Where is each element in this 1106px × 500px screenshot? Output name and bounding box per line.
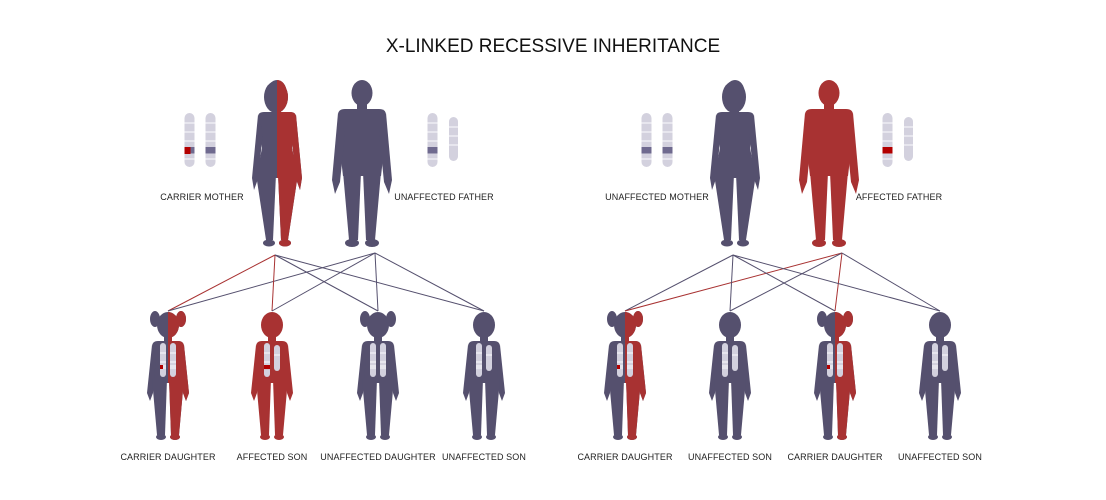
- chromosome-pair: [641, 113, 673, 167]
- chromosome-pair: [264, 343, 280, 377]
- x-chromosome: [882, 113, 893, 167]
- chromosome-pair: [882, 113, 913, 167]
- father-figure: [332, 80, 392, 247]
- chromosome-pair: [827, 343, 843, 377]
- chromosome-pair: [722, 343, 738, 377]
- x-chromosome: [370, 343, 376, 377]
- figures: CARRIER MOTHER UNAFFECTED FATHER CARRIER D…: [120, 80, 982, 462]
- x-chromosome: [617, 343, 623, 377]
- father-to-child-line: [167, 252, 376, 312]
- mother-label: CARRIER MOTHER: [160, 192, 244, 202]
- x-chromosome: [722, 343, 728, 377]
- mother-to-child-line: [271, 254, 276, 312]
- diagram-title: X-LINKED RECESSIVE INHERITANCE: [386, 36, 720, 57]
- chromosome-pair: [160, 343, 176, 377]
- child-label: UNAFFECTED SON: [898, 452, 982, 462]
- father-figure: [799, 80, 859, 247]
- chromosome-pair: [617, 343, 633, 377]
- child-label: AFFECTED SON: [237, 452, 308, 462]
- child-label: UNAFFECTED DAUGHTER: [320, 452, 436, 462]
- x-chromosome: [932, 343, 938, 377]
- mother-to-child-line: [624, 254, 734, 312]
- mother-to-child-line: [274, 254, 379, 312]
- son-figure: [919, 312, 961, 440]
- child-label: CARRIER DAUGHTER: [787, 452, 883, 462]
- mother-figure: [710, 80, 760, 247]
- y-chromosome: [904, 117, 913, 161]
- y-chromosome: [274, 345, 280, 371]
- father-label: AFFECTED FATHER: [856, 192, 943, 202]
- child-label: CARRIER DAUGHTER: [577, 452, 673, 462]
- son-figure: [463, 312, 505, 440]
- chromosome-pair: [427, 113, 458, 167]
- chromosome-pair: [370, 343, 386, 377]
- mother-to-child-line: [167, 254, 276, 312]
- mother-label: UNAFFECTED MOTHER: [605, 192, 709, 202]
- x-chromosome: [641, 113, 652, 167]
- father-to-child-line: [624, 252, 843, 312]
- x-chromosome: [662, 113, 673, 167]
- x-chromosome: [205, 113, 216, 167]
- child-label: UNAFFECTED SON: [442, 452, 526, 462]
- daughter-figure: [147, 311, 189, 440]
- y-chromosome: [732, 345, 738, 371]
- x-chromosome: [170, 343, 176, 377]
- chromosome-pair: [476, 343, 492, 377]
- father-to-child-line: [374, 252, 485, 312]
- mother-to-child-line: [732, 254, 941, 312]
- father-to-child-line: [729, 252, 843, 312]
- x-chromosome: [380, 343, 386, 377]
- chromosome-pair: [184, 113, 216, 167]
- inheritance-lines: [167, 252, 941, 312]
- child-label: UNAFFECTED SON: [688, 452, 772, 462]
- mother-to-child-line: [729, 254, 734, 312]
- daughter-figure: [604, 311, 646, 440]
- mother-to-child-line: [732, 254, 836, 312]
- mother-figure: [252, 80, 302, 247]
- x-chromosome: [476, 343, 482, 377]
- mother-to-child-line: [274, 254, 485, 312]
- x-chromosome: [627, 343, 633, 377]
- father-to-child-line: [841, 252, 941, 312]
- father-label: UNAFFECTED FATHER: [394, 192, 494, 202]
- father-to-child-line: [271, 252, 376, 312]
- x-chromosome: [184, 113, 195, 167]
- daughter-figure: [357, 311, 399, 440]
- daughter-figure: [814, 311, 856, 440]
- y-chromosome: [486, 345, 492, 371]
- y-chromosome: [942, 345, 948, 371]
- son-figure: [709, 312, 751, 440]
- x-chromosome: [827, 343, 833, 377]
- x-chromosome: [160, 343, 166, 377]
- x-chromosome: [264, 343, 270, 377]
- child-label: CARRIER DAUGHTER: [120, 452, 216, 462]
- father-to-child-line: [834, 252, 843, 312]
- x-chromosome: [837, 343, 843, 377]
- chromosome-pair: [932, 343, 948, 377]
- x-chromosome: [427, 113, 438, 167]
- y-chromosome: [449, 117, 458, 161]
- son-figure: [251, 312, 293, 440]
